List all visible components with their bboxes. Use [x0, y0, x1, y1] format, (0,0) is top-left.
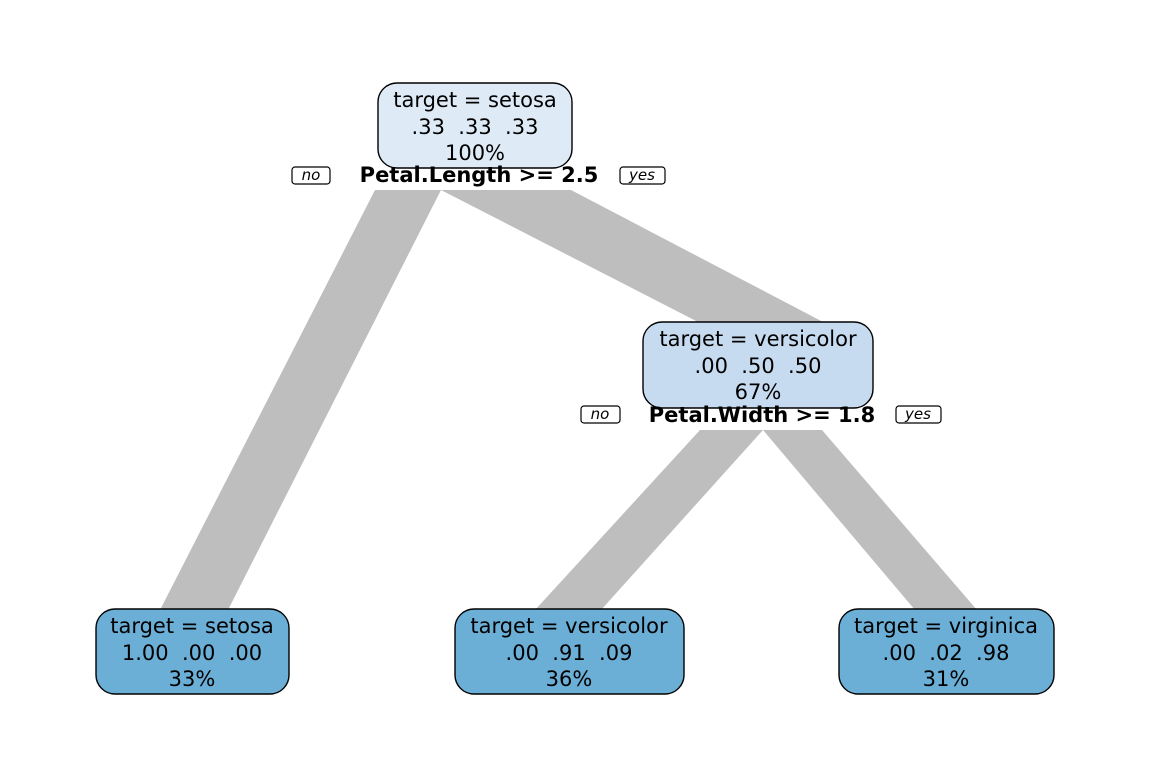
root-yes-badge: [619, 166, 666, 185]
leaf-virginica-probs: .00 .02 .98: [883, 641, 1010, 665]
leaf-virginica-label: target = virginica: [854, 614, 1038, 638]
root-split-condition: Petal.Length >= 2.5: [360, 163, 599, 187]
node2-yes-badge: [895, 405, 942, 424]
leaf-setosa: target = setosa 1.00 .00 .00 33%: [95, 608, 290, 695]
root-node-percent: 100%: [445, 141, 505, 165]
leaf-setosa-label: target = setosa: [110, 614, 274, 638]
versicolor-split-node: target = versicolor .00 .50 .50 67%: [642, 321, 874, 409]
node2-split-condition: Petal.Width >= 1.8: [649, 403, 875, 427]
root-split: no Petal.Length >= 2.5 yes: [291, 163, 666, 187]
leaf-versicolor-percent: 36%: [546, 667, 593, 691]
root-node-box: [377, 82, 573, 169]
root-node-label: target = setosa: [393, 88, 557, 112]
leaf-versicolor: target = versicolor .00 .91 .09 36%: [454, 608, 685, 695]
node2-yes-label: yes: [904, 405, 931, 423]
leaf-virginica-percent: 31%: [923, 667, 970, 691]
leaf-setosa-box: [95, 608, 290, 695]
branch-root-to-setosa: [160, 190, 441, 610]
leaf-setosa-probs: 1.00 .00 .00: [122, 641, 262, 665]
versicolor-split-node-box: [642, 321, 874, 409]
leaf-versicolor-label: target = versicolor: [470, 614, 668, 638]
leaf-virginica: target = virginica .00 .02 .98 31%: [838, 608, 1055, 695]
node2-no-label: no: [591, 405, 610, 423]
branches: [160, 190, 977, 610]
branch-node2-to-virginica-leaf: [763, 430, 977, 610]
root-node-probs: .33 .33 .33: [412, 115, 539, 139]
root-node: target = setosa .33 .33 .33 100%: [377, 82, 573, 169]
node2-no-badge: [580, 405, 621, 424]
leaf-virginica-box: [838, 608, 1055, 695]
leaf-versicolor-probs: .00 .91 .09: [506, 641, 633, 665]
root-yes-label: yes: [628, 166, 655, 184]
node2-split: no Petal.Width >= 1.8 yes: [580, 403, 942, 427]
branch-node2-to-versicolor-leaf: [535, 430, 763, 610]
branch-root-to-versicolor-node: [441, 190, 825, 323]
leaf-versicolor-box: [454, 608, 685, 695]
leaf-setosa-percent: 33%: [169, 667, 216, 691]
root-no-badge: [291, 166, 331, 185]
versicolor-split-node-probs: .00 .50 .50: [695, 354, 822, 378]
versicolor-split-node-percent: 67%: [735, 380, 782, 404]
root-no-label: no: [302, 166, 321, 184]
versicolor-split-node-label: target = versicolor: [659, 327, 857, 351]
